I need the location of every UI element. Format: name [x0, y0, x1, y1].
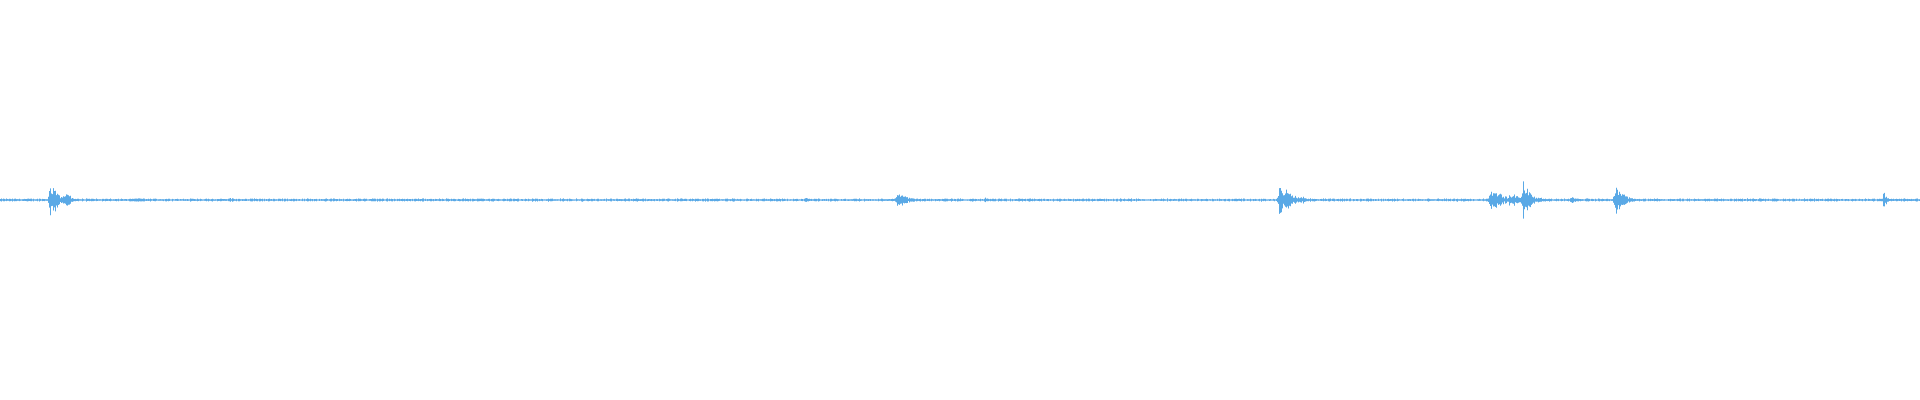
- waveform-trace: [0, 181, 1920, 219]
- waveform-samples: [0, 181, 1920, 219]
